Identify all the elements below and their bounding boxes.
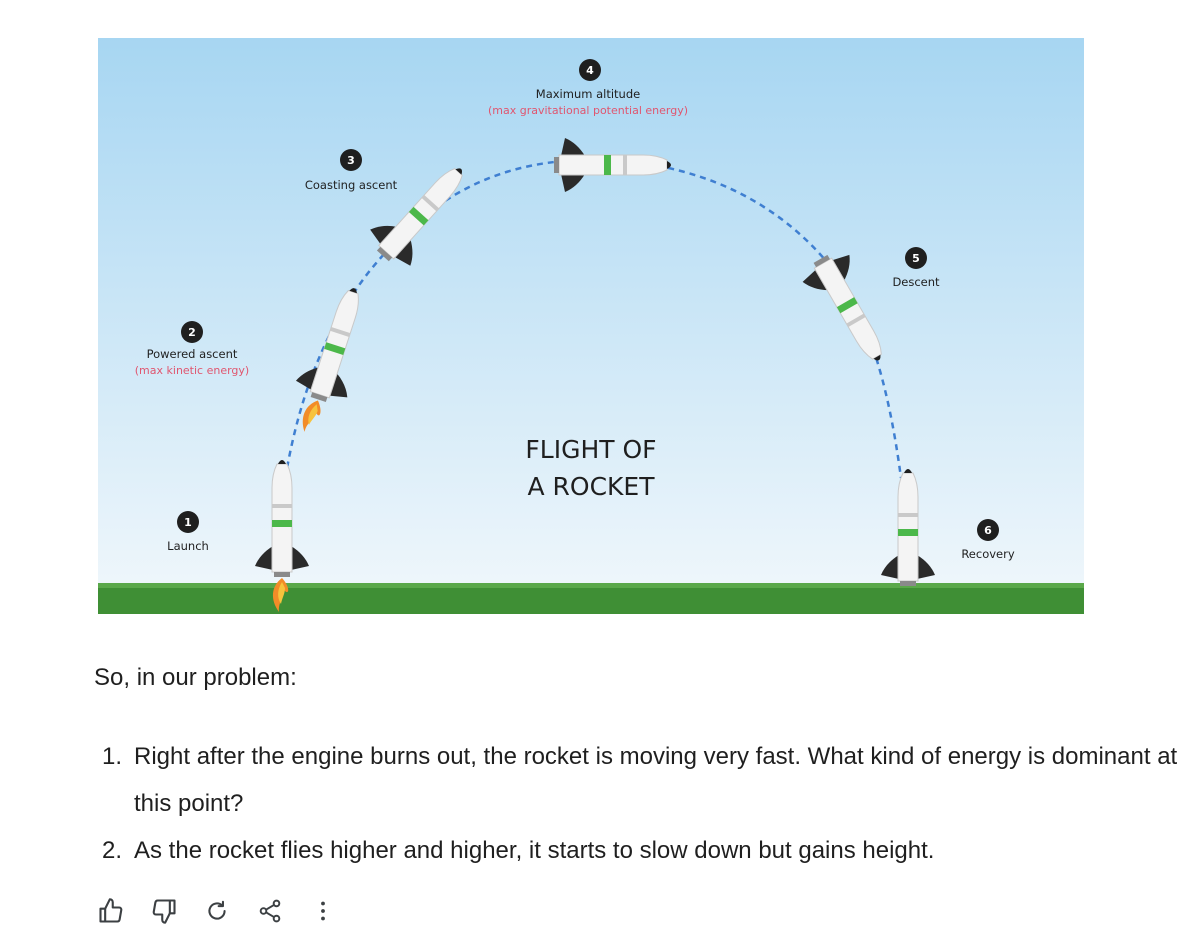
stage-label: Descent xyxy=(892,275,940,289)
thumbs-up-button[interactable] xyxy=(95,895,127,927)
response-list: 1. Right after the engine burns out, the… xyxy=(94,733,1194,874)
more-options-button[interactable] xyxy=(307,895,339,927)
stage-1-marker: 1 Launch xyxy=(167,511,209,553)
rocket-flight-diagram: 1 Launch 2 Powered ascent (max kinetic e… xyxy=(98,38,1084,614)
stage-3-marker: 3 Coasting ascent xyxy=(305,149,398,192)
response-actions xyxy=(95,895,360,927)
more-options-icon xyxy=(321,901,325,921)
stage-4-marker: 4 Maximum altitude (max gravitational po… xyxy=(488,59,688,117)
stage-sublabel: (max kinetic energy) xyxy=(135,364,249,377)
stage-label: Coasting ascent xyxy=(305,178,398,192)
stage-number: 2 xyxy=(188,326,196,339)
diagram-title-line2: A ROCKET xyxy=(527,472,655,501)
response-intro: So, in our problem: xyxy=(94,664,297,691)
stage-number: 5 xyxy=(912,252,920,265)
stage-sublabel: (max gravitational potential energy) xyxy=(488,104,688,117)
stage-2-marker: 2 Powered ascent (max kinetic energy) xyxy=(135,321,249,377)
stage-number: 1 xyxy=(184,516,192,529)
thumbs-down-button[interactable] xyxy=(148,895,180,927)
stage-number: 4 xyxy=(586,64,594,77)
stage-label: Recovery xyxy=(961,547,1015,561)
stage-6-marker: 6 Recovery xyxy=(961,519,1015,561)
list-text: Right after the engine burns out, the ro… xyxy=(134,743,1178,817)
stage-label: Launch xyxy=(167,539,209,553)
list-item: 2. As the rocket flies higher and higher… xyxy=(94,827,1194,874)
stage-label: Powered ascent xyxy=(147,347,238,361)
stage-label: Maximum altitude xyxy=(536,87,640,101)
regenerate-icon xyxy=(208,900,226,920)
diagram-title-line1: FLIGHT OF xyxy=(525,435,656,464)
list-item: 1. Right after the engine burns out, the… xyxy=(94,733,1194,827)
thumbs-up-icon xyxy=(99,898,123,923)
regenerate-button[interactable] xyxy=(201,895,233,927)
list-number: 2. xyxy=(102,837,123,864)
list-text: As the rocket flies higher and higher, i… xyxy=(134,837,935,864)
share-button[interactable] xyxy=(254,895,286,927)
stage-number: 6 xyxy=(984,524,992,537)
stage-5-marker: 5 Descent xyxy=(892,247,940,289)
list-number: 1. xyxy=(102,743,123,770)
ground xyxy=(98,583,1084,614)
sky-background xyxy=(98,38,1084,586)
thumbs-down-icon xyxy=(152,899,176,924)
share-icon xyxy=(259,899,281,923)
stage-number: 3 xyxy=(347,154,355,167)
